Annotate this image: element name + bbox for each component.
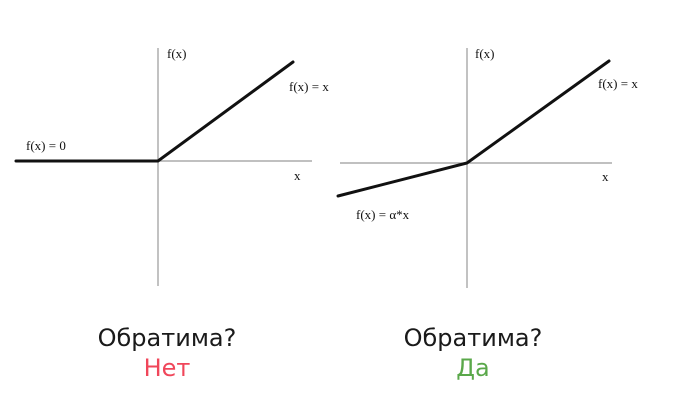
relu-caption: Обратима? Нет [47, 323, 287, 383]
leaky-relu-invertible-answer: Да [456, 354, 490, 382]
leaky-relu-curve [336, 59, 611, 198]
relu-curve [14, 60, 295, 163]
relu-x-axis-label: x [294, 168, 301, 183]
relu-zero-piece-label: f(x) = 0 [26, 138, 66, 153]
leaky-relu-negative-piece-label: f(x) = α*x [356, 207, 410, 222]
leaky-relu-invertible-question: Обратима? [403, 324, 543, 352]
activation-plots: f(x) x f(x) = 0 f(x) = x f(x) x f(x) = α… [14, 46, 638, 288]
leaky-relu-x-axis-label: x [602, 169, 609, 184]
leaky-relu-caption: Обратима? Да [353, 323, 593, 383]
relu-invertible-question: Обратима? [97, 324, 237, 352]
leaky-relu-y-axis-label: f(x) [475, 46, 495, 61]
relu-plot: f(x) x f(x) = 0 f(x) = x [14, 46, 329, 286]
leaky-relu-plot: f(x) x f(x) = α*x f(x) = x [336, 46, 638, 288]
relu-y-axis-label: f(x) [167, 46, 187, 61]
relu-identity-piece-label: f(x) = x [289, 79, 329, 94]
relu-invertible-answer: Нет [143, 354, 191, 382]
leaky-relu-identity-piece-label: f(x) = x [598, 76, 638, 91]
